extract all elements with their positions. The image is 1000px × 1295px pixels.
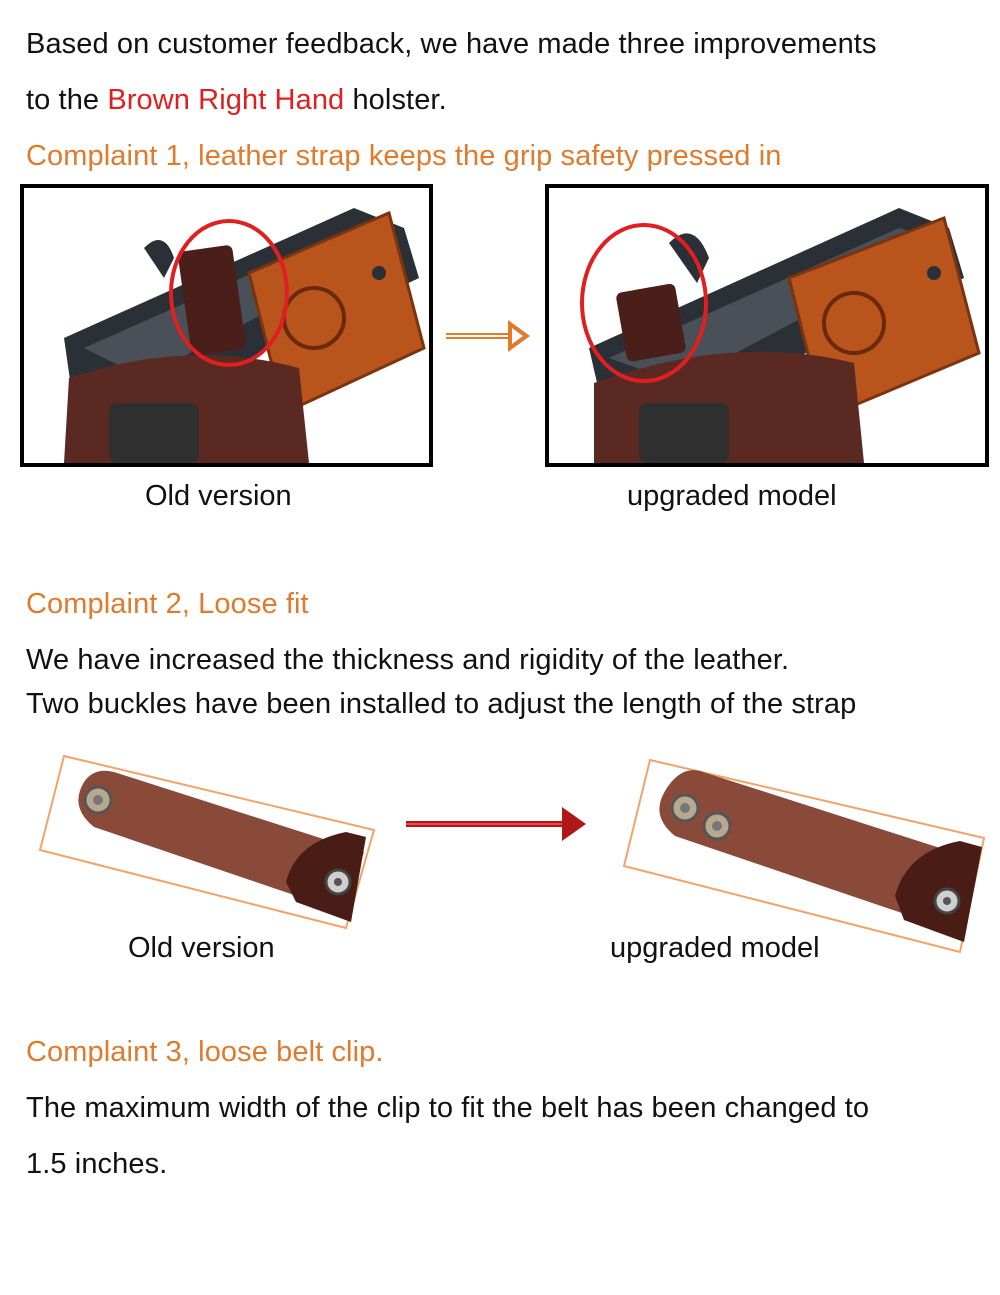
complaint-2-new-caption: upgraded model — [610, 932, 820, 964]
old-holster-photo — [20, 184, 433, 467]
red-arrow-right-icon — [406, 807, 586, 841]
complaint-2-body-line-1: We have increased the thickness and rigi… — [26, 644, 790, 676]
complaint-2-old-caption: Old version — [128, 932, 275, 964]
intro-line-2-suffix: holster. — [344, 84, 447, 116]
complaint-3-heading: Complaint 3, loose belt clip. — [26, 1036, 384, 1068]
complaint-2-body-line-2: Two buckles have been installed to adjus… — [26, 688, 857, 720]
complaint-1-heading: Complaint 1, leather strap keeps the gri… — [26, 140, 782, 172]
upgraded-strap-photo — [622, 758, 986, 954]
intro-line-2-prefix: to the — [26, 84, 108, 116]
complaint-3-body-line-2: 1.5 inches. — [26, 1148, 168, 1180]
product-name-highlight: Brown Right Hand — [107, 84, 345, 116]
upgraded-holster-photo — [545, 184, 989, 467]
complaint-2-heading: Complaint 2, Loose fit — [26, 588, 309, 620]
intro-line-1: Based on customer feedback, we have made… — [26, 28, 877, 60]
old-strap-photo — [38, 754, 376, 930]
complaint-1-new-caption: upgraded model — [627, 480, 837, 512]
intro-line-2: to the Brown Right Hand holster. — [26, 84, 447, 117]
complaint-1-old-caption: Old version — [145, 480, 292, 512]
complaint-3-body-line-1: The maximum width of the clip to fit the… — [26, 1092, 870, 1124]
orange-arrow-right-icon — [446, 320, 530, 352]
